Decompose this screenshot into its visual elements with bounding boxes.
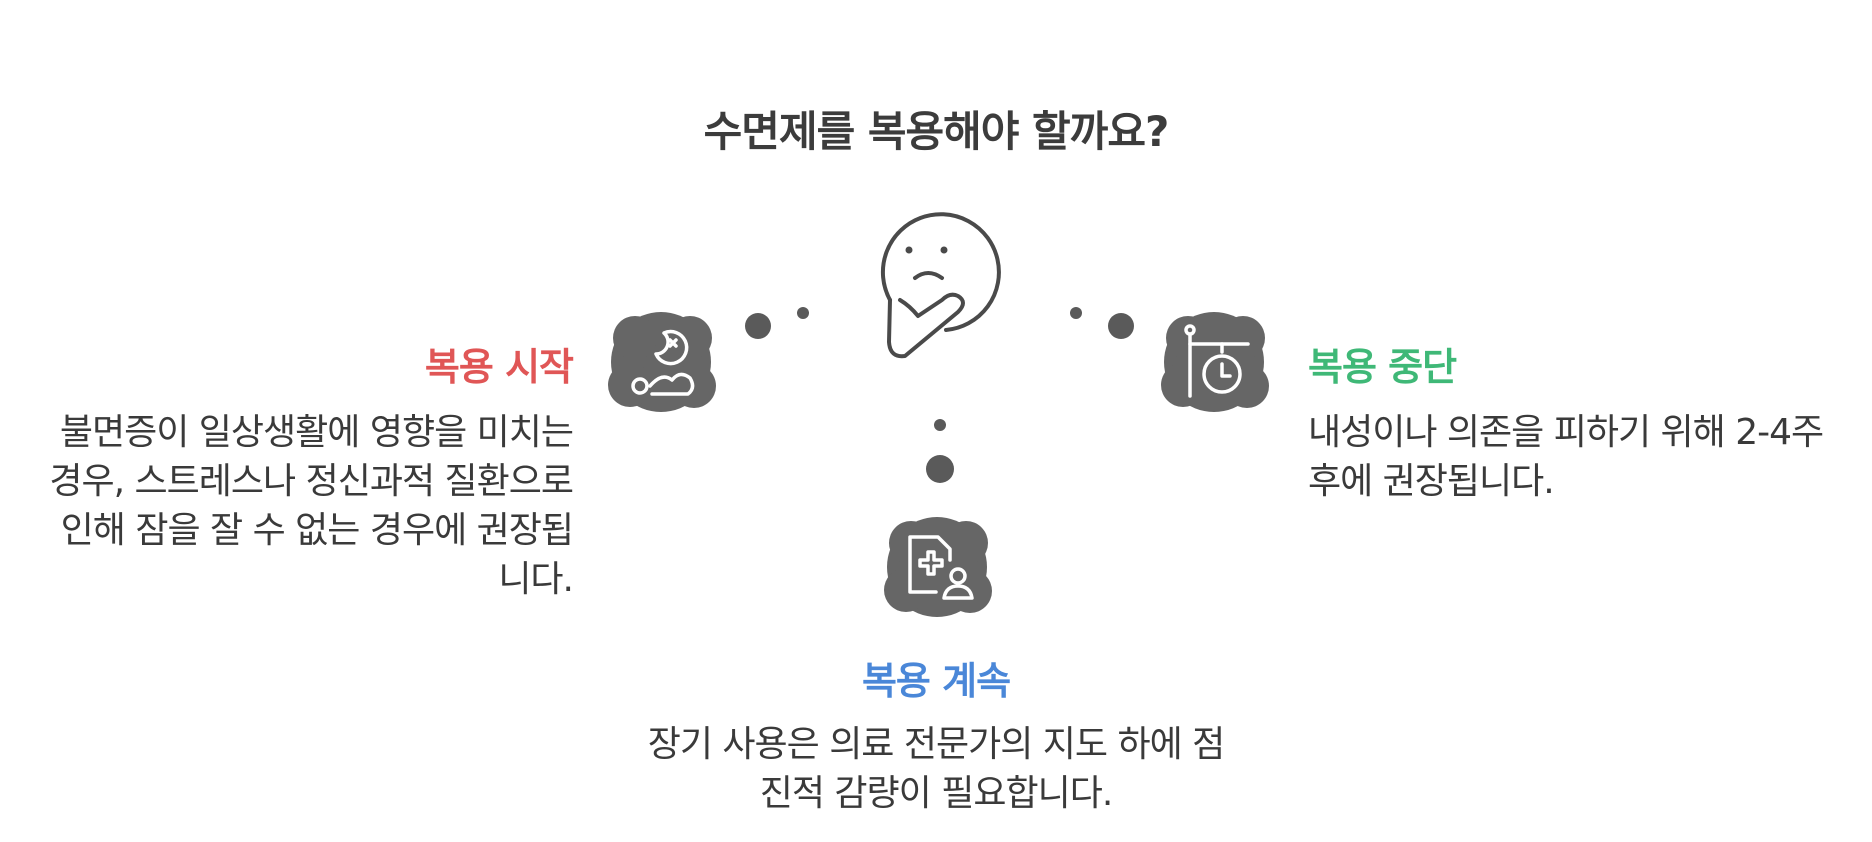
page-title: 수면제를 복용해야 할까요?: [703, 107, 1170, 156]
hanging-clock-sign-icon: [1161, 312, 1269, 412]
thinking-face-icon: [880, 212, 1001, 359]
connector-right: [1070, 307, 1134, 339]
continue-description: 장기 사용은 의료 전문가의 지도 하에 점진적 감량이 필요합니다.: [647, 724, 1226, 814]
continue-heading: 복용 계속: [861, 659, 1011, 703]
stop-heading: 복용 중단: [1308, 345, 1457, 389]
connector-left: [745, 307, 809, 339]
connector-bottom: [926, 419, 954, 483]
stop-description: 내성이나 의존을 피하기 위해 2-4주 후에 권장됩니다.: [1308, 412, 1824, 502]
start-description: 불면증이 일상생활에 영향을 미치는 경우, 스트레스나 정신과적 질환으로 인…: [49, 412, 574, 600]
medical-document-user-icon: [884, 517, 992, 617]
sleep-moon-icon: [608, 312, 716, 412]
start-heading: 복용 시작: [424, 345, 574, 389]
